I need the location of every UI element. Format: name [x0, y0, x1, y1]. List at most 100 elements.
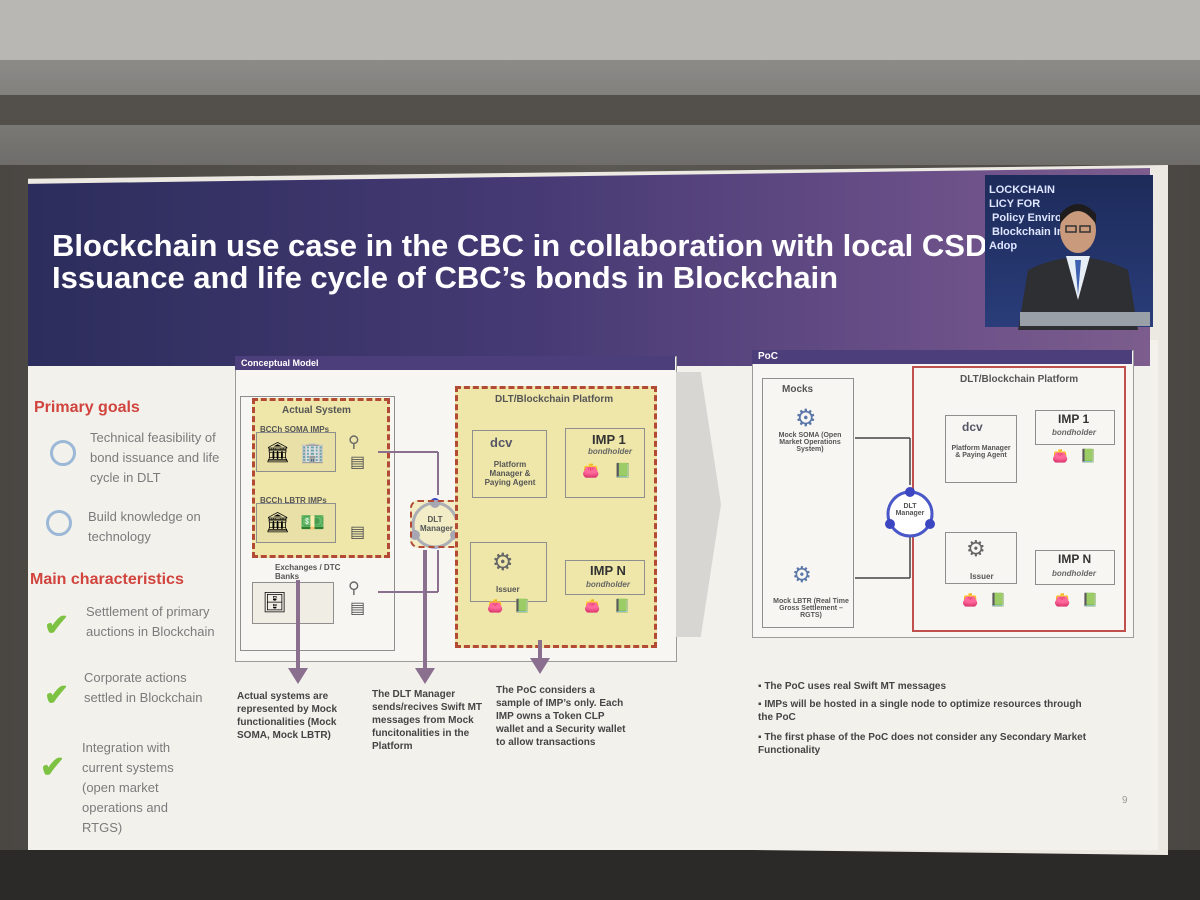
poc-dcv-logo: dcv — [962, 420, 983, 434]
conceptual-model-header: Conceptual Model — [235, 356, 675, 370]
dcv-logo: dcv — [490, 435, 513, 450]
token-wallet-icon: 👛 — [1054, 592, 1071, 607]
mock-soma-label: Mock SOMA (Open Market Operations System… — [778, 432, 842, 453]
poc-impn-bondholder: bondholder — [1052, 569, 1096, 578]
poc-imp1-bondholder: bondholder — [1052, 428, 1096, 437]
document-icon: ▤ — [350, 454, 366, 471]
goal-2: Build knowledge on technology — [88, 509, 201, 544]
lbtr-label: BCCh LBTR IMPs — [260, 496, 327, 505]
target-icon — [46, 510, 72, 536]
bank-icon: 🏛 — [265, 512, 291, 534]
token-wallet-icon: 👛 — [582, 462, 600, 478]
main-characteristics-heading: Main characteristics — [30, 571, 184, 588]
safe-icon: 🗄 — [262, 592, 288, 614]
speaker-figure — [1018, 204, 1138, 330]
actual-system-title: Actual System — [282, 405, 351, 416]
checkmark-icon: ✔ — [40, 751, 66, 784]
ceiling-beam — [0, 95, 1200, 125]
primary-goals-heading: Primary goals — [34, 399, 140, 416]
token-wallet-icon: 👛 — [962, 592, 979, 607]
characteristic-1: Settlement of primary auctions in Blockc… — [86, 604, 215, 639]
token-wallet-icon: 👛 — [1052, 448, 1069, 463]
poc-platform-manager-box — [945, 415, 1017, 483]
bank-icon: 🏛 — [265, 442, 291, 464]
goal-1: Technical feasibility of bond issuance a… — [90, 430, 220, 485]
page-number: 9 — [1122, 795, 1128, 806]
poc-bullet-3: ▪ The first phase of the PoC does not co… — [758, 731, 1098, 757]
note-dlt-manager: The DLT Manager sends/recives Swift MT m… — [372, 689, 483, 752]
mocks-title: Mocks — [782, 384, 814, 395]
issuer-label: Issuer — [496, 585, 520, 594]
lbtr-icon-box — [256, 503, 336, 543]
soma-icon-box — [256, 432, 336, 472]
poc-issuer-box — [945, 532, 1017, 584]
poc-impn-box — [1035, 550, 1115, 585]
poc-arrows — [855, 437, 911, 579]
mock-lbtr-label: Mock LBTR (Real Time Gross Settlement – … — [773, 598, 849, 619]
search-icon: ⚲ — [348, 580, 360, 597]
seal-icon: ⚙ — [492, 549, 514, 576]
lbtr-settings-icon: ⚙ — [792, 562, 812, 587]
issuer-box — [470, 542, 547, 602]
checkmark-icon: ✔ — [44, 679, 70, 712]
poc-imp1-label: IMP 1 — [1058, 412, 1090, 426]
imp1-box — [565, 428, 645, 498]
soma-gear-icon: ⚙ — [795, 405, 817, 432]
actual-system-frame — [240, 396, 395, 651]
security-wallet-icon: 📗 — [1080, 448, 1097, 463]
security-wallet-icon: 📗 — [1082, 592, 1099, 607]
exchanges-label: Exchanges / DTC Banks — [275, 563, 341, 581]
slide-title-line-1: Blockchain use case in the CBC in collab… — [52, 228, 998, 263]
poc-bullet-1-text: The PoC uses real Swift MT messages — [764, 681, 947, 692]
poc-impn-label: IMP N — [1058, 552, 1092, 566]
security-wallet-icon: 📗 — [514, 598, 531, 613]
platform-title: DLT/Blockchain Platform — [495, 394, 614, 405]
poc-bullet-3-text: The first phase of the PoC does not cons… — [758, 732, 1087, 756]
imp1-bondholder: bondholder — [588, 447, 632, 456]
platform-box — [455, 386, 657, 648]
security-wallet-icon: 📗 — [614, 462, 632, 478]
dlt-manager-box — [410, 500, 462, 548]
note-poc-sample: The PoC considers a sample of IMP’s only… — [496, 685, 626, 748]
poc-platform-manager-label: Platform Manager & Paying Agent — [951, 445, 1011, 459]
document-icon: ▤ — [350, 524, 366, 541]
floor — [0, 850, 1200, 900]
ceiling-panel — [0, 0, 1200, 60]
poc-issuer-label: Issuer — [970, 572, 994, 581]
video-banner-text: LOCKCHAIN LICY FOR Policy Environ Blockc… — [989, 184, 1069, 252]
poc-platform-title: DLT/Blockchain Platform — [960, 374, 1079, 385]
document-icon: ▤ — [350, 600, 366, 617]
building-icon: 🏢 — [300, 442, 325, 464]
token-wallet-icon: 👛 — [584, 598, 601, 613]
dlt-manager-label: DLT Manager — [420, 515, 453, 533]
security-wallet-icon: 📗 — [614, 598, 631, 613]
platform-manager-label: Platform Manager & Paying Agent — [484, 460, 536, 487]
platform-manager-box — [472, 430, 547, 498]
characteristic-2: Corporate actions settled in Blockchain — [84, 670, 203, 705]
target-icon — [50, 440, 76, 466]
token-wallet-icon: 👛 — [487, 598, 504, 613]
slide-header-band — [28, 168, 1150, 366]
poc-imp1-box — [1035, 410, 1115, 445]
poc-dlt-manager-node — [885, 487, 935, 538]
search-icon: ⚲ — [348, 434, 360, 451]
lectern — [1020, 312, 1150, 326]
checkmark-icon: ✔ — [44, 609, 70, 642]
bullet-dot: ▪ — [758, 732, 765, 743]
poc-bullet-2: ▪ IMPs will be hosted in a single node t… — [758, 698, 1098, 724]
exchanges-box — [252, 582, 334, 624]
impn-bondholder: bondholder — [586, 580, 630, 589]
poc-bullet-1: ▪ The PoC uses real Swift MT messages — [758, 680, 1098, 693]
impn-label: IMP N — [590, 563, 626, 578]
security-wallet-icon: 📗 — [990, 592, 1007, 607]
poc-header: PoC — [752, 350, 1132, 364]
mocks-box — [762, 378, 854, 628]
conceptual-arrows — [288, 451, 550, 684]
poc-bullet-2-text: IMPs will be hosted in a single node to … — [758, 699, 1082, 723]
slide-title-line-2: Issuance and life cycle of CBC’s bonds i… — [52, 260, 839, 295]
poc-seal-icon: ⚙ — [966, 536, 986, 561]
note-actual-systems: Actual systems are represented by Mock f… — [237, 691, 338, 741]
soma-label: BCCh SOMA IMPs — [260, 425, 330, 434]
bullet-dot: ▪ — [758, 699, 765, 710]
characteristic-3: Integration with current systems (open m… — [82, 740, 174, 835]
